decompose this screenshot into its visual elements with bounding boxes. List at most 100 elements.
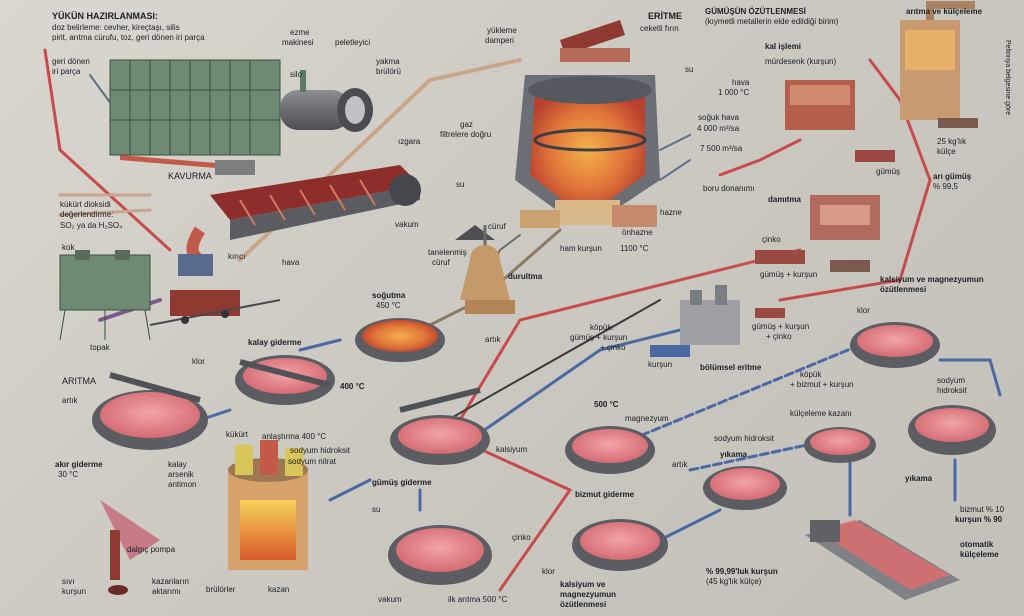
lead-pct: kurşun % 90 — [955, 515, 1003, 524]
gas-label-2: filtrelere doğru — [440, 130, 492, 139]
auto-casting-label-2: külçeleme — [960, 550, 999, 559]
breaker-label: kırıcı — [228, 252, 246, 261]
camg-foam: köpük — [800, 370, 822, 379]
smelting-title: ERİTME — [648, 11, 683, 21]
smelt-temp-label: 1100 °C — [620, 244, 649, 253]
granulated-label-2: cüruf — [432, 258, 450, 267]
washing-label-2: yıkama — [905, 474, 933, 483]
refining-title: ARITMA — [62, 376, 97, 386]
auto-casting-label: otomatik — [960, 540, 994, 549]
ingot-label: 25 kg'lık — [937, 137, 967, 146]
loading-label: yükleme — [487, 26, 517, 35]
ingot-label-2: külçe — [937, 147, 956, 156]
ore-prep-desc-1: doz belirleme: cevher, kireçtaşı, silis — [52, 23, 180, 32]
cupel-label: kal işlemi — [765, 42, 802, 51]
gas-label: gaz — [460, 120, 473, 129]
camg-label-1: kalsiyum ve — [560, 580, 606, 589]
camg-label-2: magnezyumun — [560, 590, 617, 599]
naoh-label: sodyum hidroksit — [290, 446, 351, 455]
bismuth-temp: 500 °C — [594, 400, 619, 409]
so2-label-2: değerlendirme: — [60, 210, 114, 219]
bismuth-title: bizmut giderme — [575, 490, 635, 499]
camg-extract-title-2: özütlenmesi — [880, 285, 927, 294]
pure-lead-label-2: (45 kg'lık külçe) — [706, 577, 762, 586]
silver-label: gümüş — [876, 167, 901, 176]
calcium-label: kalsiyum — [496, 445, 528, 454]
tank-label: hazne — [660, 208, 682, 217]
return-label-2: iri parça — [52, 67, 81, 76]
loading-label-2: damperi — [485, 36, 514, 45]
camg-naoh-2: hidroksit — [937, 386, 967, 395]
arsenic-label: arsenik — [168, 470, 194, 479]
so2-label-3: SO₂ ya da H₂SO₄ — [60, 221, 123, 230]
silo-label: silo — [290, 70, 303, 79]
crude-lead-label: ham kurşun — [560, 244, 602, 253]
slag-label: cüruf — [488, 222, 506, 231]
ore-prep-desc-2: pirit, arıtma cürufu, toz, geri dönen ir… — [52, 33, 205, 42]
tin-temp: 400 °C — [340, 382, 365, 391]
camg-naoh: sodyum — [937, 376, 966, 385]
grate-label: ızgara — [398, 137, 421, 146]
pure-silver-label: arı gümüş — [933, 172, 972, 181]
tin-removal-label: kalay giderme — [248, 338, 302, 347]
cold-air-label: soğuk hava — [698, 113, 739, 122]
air-label: hava — [282, 258, 300, 267]
cooling-temp: 450 °C — [376, 301, 401, 310]
hot-air-temp: 1 000 °C — [718, 88, 750, 97]
crusher-label-2: makinesi — [282, 38, 314, 47]
burner-label-2: brülörü — [376, 67, 401, 76]
dust-label: topak — [90, 343, 110, 352]
crusher-label: ezme — [290, 28, 310, 37]
furnace-water-label: su — [685, 65, 694, 74]
frac-zn: + çinko — [766, 332, 792, 341]
sulfur-label: kükürt — [226, 430, 248, 439]
cooling-residue: artık — [485, 335, 501, 344]
camg-label-3: özütlenmesi — [560, 600, 607, 609]
silver-subtitle: (kıymetli metallerin elde edildiği birim… — [705, 17, 839, 26]
flow-1-label: 4 000 m³/sa — [697, 124, 740, 133]
liquid-label: sıvı — [62, 577, 75, 586]
pipes-label: boru donanımı — [703, 184, 755, 193]
casting-kettle-label: külçeleme kazanı — [790, 409, 852, 418]
silver-zinc-label: çinko — [762, 235, 781, 244]
frac-title: bölümsel eritme — [700, 363, 762, 372]
foam-label-3: + çinko — [600, 343, 626, 352]
bismuth-residue: artık — [672, 460, 688, 469]
tin-label: kalay — [168, 460, 187, 469]
chlorine-label-1: klor — [192, 357, 205, 366]
copper-temp: 30 °C — [58, 470, 79, 479]
flow-2-label: 7 500 m³/sa — [700, 144, 743, 153]
pure-lead-label: % 99,99'luk kurşun — [706, 567, 778, 576]
refine-vacuum-label: vakum — [378, 595, 402, 604]
pelletizer-label: peletleyici — [335, 38, 371, 47]
copper-removal-label: akır giderme — [55, 460, 103, 469]
kettle-label: kazan — [268, 585, 290, 594]
return-label: geri dönen — [52, 57, 90, 66]
hot-air-label: hava — [732, 78, 750, 87]
pure-silver-pct: % 99,5 — [933, 182, 958, 191]
cooling-label: soğutma — [372, 291, 406, 300]
pump-label: dalgıç pompa — [127, 545, 176, 554]
magnesium-label: magnezyum — [625, 414, 669, 423]
burner-label: yakma — [376, 57, 400, 66]
camg-chlorine: klor — [857, 306, 870, 315]
vertical-caption: Peltonya belgesine göre — [1004, 40, 1011, 116]
washing-label: yıkama — [720, 450, 748, 459]
vacuum-label: vakum — [395, 220, 419, 229]
forehearth-label: önhazne — [622, 228, 653, 237]
distill-label: damıtma — [768, 195, 801, 204]
coke-label: kok — [62, 243, 75, 252]
silver-title: GÜMÜŞÜN ÖZÜTLENMESİ — [705, 7, 806, 16]
bismuth-pct: bizmut % 10 — [960, 505, 1005, 514]
litharge-label: mürdesenk (kurşun) — [765, 57, 837, 66]
roasting-label: KAVURMA — [168, 171, 212, 181]
refining-residue: artık — [62, 396, 78, 405]
liquid-label-2: kurşun — [62, 587, 87, 596]
water-label-2: su — [456, 180, 465, 189]
softening-label: anlaştırma 400 °C — [262, 432, 327, 441]
desilver-label: gümüş giderme — [372, 478, 432, 487]
camg-naoh-3: sodyum hidroksit — [714, 434, 775, 443]
furnace-label: ceketli fırın — [640, 24, 679, 33]
